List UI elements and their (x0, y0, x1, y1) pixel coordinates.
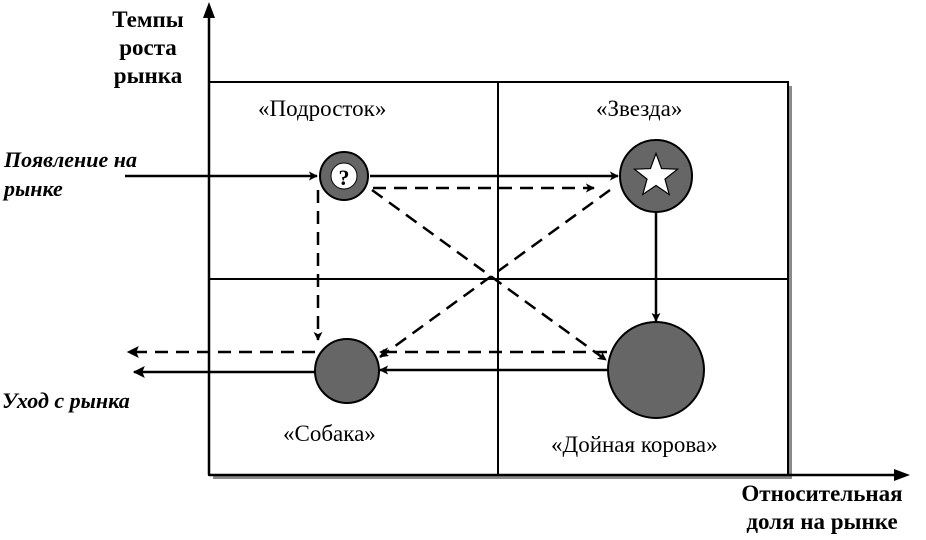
star-icon (632, 151, 680, 196)
quadrant-label-dog: «Собака» (283, 421, 376, 446)
entry-label: Появление на рынке (4, 147, 137, 201)
x-axis-label: Относительная доля на рынке (741, 481, 903, 534)
dashed-star-to-dog (379, 188, 611, 359)
y-axis-label: Темпы роста рынка (112, 7, 184, 88)
dog-circle (314, 338, 380, 404)
x-axis-arrowhead (894, 469, 910, 481)
quadrant-label-cow: «Дойная корова» (551, 432, 718, 457)
y-axis-arrowhead (203, 2, 215, 18)
star-circle (619, 139, 693, 213)
question-mark-icon (330, 162, 358, 190)
question-circle: ? (319, 151, 369, 201)
exit-label: Уход с рынка (2, 388, 130, 413)
quadrant-label-star: «Звезда» (596, 96, 683, 121)
dashed-question-to-cow (371, 188, 607, 362)
cow-circle (607, 321, 705, 419)
quadrant-label-question: «Подросток» (258, 96, 387, 121)
question-mark-glyph: ? (339, 165, 350, 190)
